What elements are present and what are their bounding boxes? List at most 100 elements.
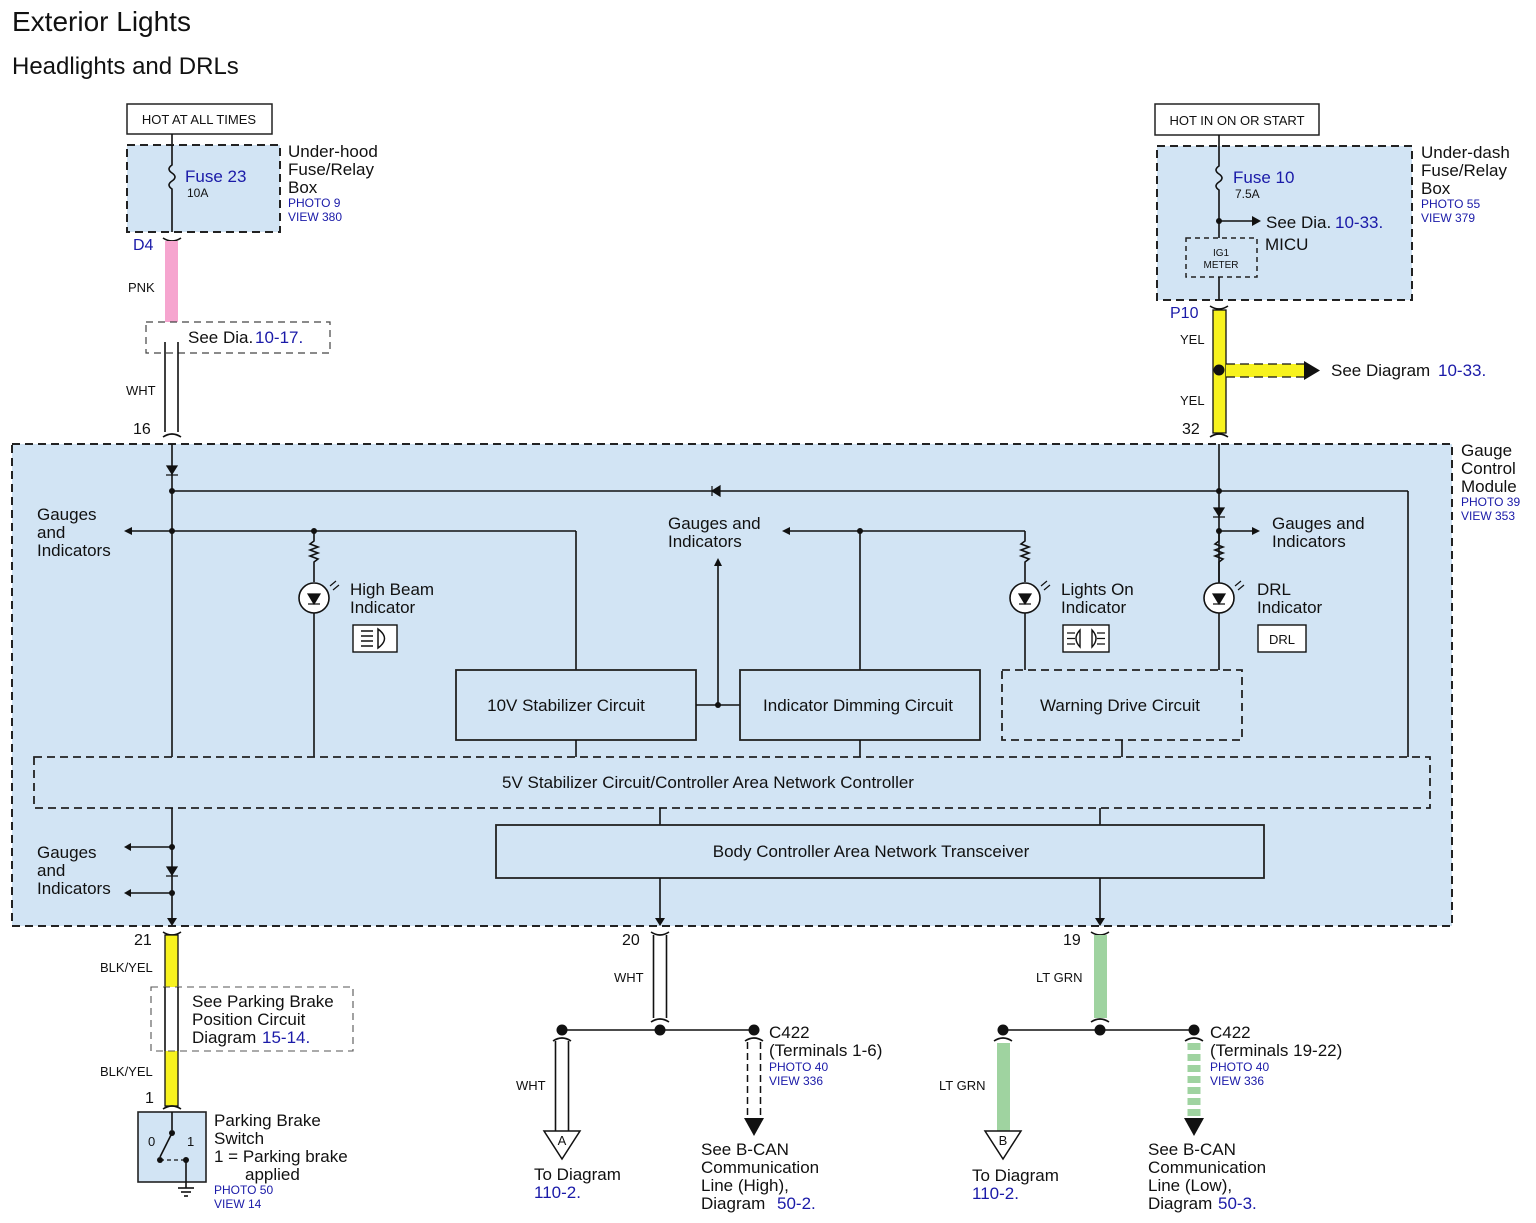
parking-switch-view: VIEW 14 (214, 1197, 262, 1211)
see-bcan-low-2: Communication (1148, 1158, 1266, 1177)
gauges-left-bottom-1: Gauges (37, 843, 97, 862)
underdash-box-name-2: Fuse/Relay (1421, 161, 1507, 180)
pin-19-label: 19 (1063, 932, 1081, 949)
module-photo-ref: PHOTO 39 (1461, 495, 1520, 509)
c422-label-high: C422 (769, 1023, 810, 1042)
page-subtitle: Headlights and DRLs (12, 53, 239, 80)
blk-yel-color-top: BLK/YEL (100, 960, 153, 975)
c422-terminals-high: (Terminals 1-6) (769, 1041, 882, 1060)
gauges-left-top-3: Indicators (37, 541, 111, 560)
dimming-label: Indicator Dimming Circuit (763, 696, 953, 715)
underdash-box-name-3: Box (1421, 179, 1451, 198)
marker-b-icon (983, 1130, 1023, 1161)
lights-on-symbol-icon (1062, 624, 1110, 653)
lights-on-label-1: Lights On (1061, 580, 1134, 599)
see-bcan-high-1: See B-CAN (701, 1140, 789, 1159)
dimming-box (739, 669, 981, 741)
c422-view-high: VIEW 336 (769, 1074, 823, 1088)
stabilizer-10v-box (455, 669, 697, 741)
pin-16-label: 16 (133, 421, 151, 438)
underdash-view-ref: VIEW 379 (1421, 211, 1475, 225)
drl-label-1: DRL (1257, 580, 1291, 599)
right-power-source: HOT IN ON OR START Fuse 10 7.5A See Dia.… (1154, 103, 1510, 322)
see-bcan-low-3: Line (Low), (1148, 1176, 1232, 1195)
stabilizer-5v-can-label: 5V Stabilizer Circuit/Controller Area Ne… (502, 773, 914, 792)
underhood-box-name-1: Under-hood (288, 142, 378, 161)
to-diagram-19-ref: 110-2. (972, 1184, 1019, 1203)
parking-switch-note-1: 1 = Parking brake (214, 1147, 348, 1166)
see-bcan-high-4: Diagram (701, 1194, 765, 1213)
lights-on-label-2: Indicator (1061, 598, 1127, 617)
left-feed-wire: PNK See Dia. 10-17. WHT 16 (126, 237, 331, 438)
gauges-right-2: Indicators (1272, 532, 1346, 551)
lt-grn-color-19: LT GRN (1036, 970, 1082, 985)
marker-b-letter: B (999, 1133, 1008, 1148)
fuse-10-icon (1215, 146, 1223, 238)
marker-a-letter: A (558, 1133, 567, 1148)
yel-wire-color-bottom: YEL (1180, 393, 1205, 408)
switch-pos-1: 1 (187, 1134, 194, 1149)
gauges-center-1: Gauges and (668, 514, 761, 533)
warning-drive-label: Warning Drive Circuit (1040, 696, 1200, 715)
gauge-control-module: Gauge Control Module PHOTO 39 VIEW 353 G… (11, 441, 1520, 927)
c422-photo-high: PHOTO 40 (769, 1060, 828, 1074)
see-dia-10-33-ref: 10-33. (1335, 213, 1383, 232)
module-name-1: Gauge (1461, 441, 1512, 460)
c422-photo-low: PHOTO 40 (1210, 1060, 1269, 1074)
see-bcan-low-1: See B-CAN (1148, 1140, 1236, 1159)
to-diagram-20-ref: 110-2. (534, 1183, 581, 1202)
to-diagram-19: To Diagram (972, 1166, 1059, 1185)
yel-wire-color-top: YEL (1180, 332, 1205, 347)
underdash-photo-ref: PHOTO 55 (1421, 197, 1480, 211)
gauges-left-top-2: and (37, 523, 65, 542)
gauges-center-2: Indicators (668, 532, 742, 551)
fuse-23-rating: 10A (187, 186, 208, 200)
hot-at-all-times-label: HOT AT ALL TIMES (142, 112, 256, 127)
see-bcan-high-3: Line (High), (701, 1176, 789, 1195)
to-diagram-20: To Diagram (534, 1165, 621, 1184)
micu-label: MICU (1265, 235, 1308, 254)
marker-a-icon (542, 1130, 582, 1161)
right-feed-wire: YEL See Diagram 10-33. YEL 32 (1180, 305, 1486, 438)
see-bcan-high-2: Communication (701, 1158, 819, 1177)
high-beam-symbol-icon (352, 624, 398, 653)
pin-20-label: 20 (622, 932, 640, 949)
blk-yel-color-bottom: BLK/YEL (100, 1064, 153, 1079)
stabilizer-10v-label: 10V Stabilizer Circuit (487, 696, 645, 715)
pin-21-circuit: 21 BLK/YEL See Parking Brake Position Ci… (100, 931, 354, 1211)
connector-p10-label: P10 (1170, 305, 1199, 322)
switch-pos-0: 0 (148, 1134, 155, 1149)
left-power-source: HOT AT ALL TIMES Fuse 23 10A Under-hood … (126, 103, 378, 254)
warning-drive-box (1001, 669, 1243, 741)
see-parking-brake-3: Diagram (192, 1028, 256, 1047)
ig1-label: IG1 (1213, 248, 1230, 259)
c422-view-low: VIEW 336 (1210, 1074, 1264, 1088)
see-parking-brake-1: See Parking Brake (192, 992, 334, 1011)
see-dia-10-33-prefix: See Dia. (1266, 213, 1331, 232)
fuse-23-icon (168, 145, 176, 232)
see-dia-10-17-ref: 10-17. (255, 328, 303, 347)
fuse-10-label: Fuse 10 (1233, 168, 1294, 187)
module-view-ref: VIEW 353 (1461, 509, 1515, 523)
wht-branch-color-20: WHT (516, 1078, 546, 1093)
parking-switch-name-1: Parking Brake (214, 1111, 321, 1130)
parking-switch-note-2: applied (245, 1165, 300, 1184)
ground-icon (178, 1182, 194, 1197)
page-title: Exterior Lights (12, 6, 191, 37)
drl-label-2: Indicator (1257, 598, 1323, 617)
parking-switch-photo: PHOTO 50 (214, 1183, 273, 1197)
wht-color-20: WHT (614, 970, 644, 985)
see-dia-10-17-prefix: See Dia. (188, 328, 253, 347)
high-beam-label-1: High Beam (350, 580, 434, 599)
underdash-box-name-1: Under-dash (1421, 143, 1510, 162)
pin-19-circuit: 19 LT GRN LT GRN B To Diagram 110-2. C42… (939, 931, 1342, 1213)
fuse-23-label: Fuse 23 (185, 167, 246, 186)
pin-21-label: 21 (134, 932, 152, 949)
gauges-left-top-1: Gauges (37, 505, 97, 524)
underhood-view-ref: VIEW 380 (288, 210, 342, 224)
underhood-photo-ref: PHOTO 9 (288, 196, 341, 210)
gauges-left-bottom-2: and (37, 861, 65, 880)
can-transceiver-label: Body Controller Area Network Transceiver (713, 842, 1030, 861)
module-name-2: Control (1461, 459, 1516, 478)
underhood-box-name-2: Fuse/Relay (288, 160, 374, 179)
